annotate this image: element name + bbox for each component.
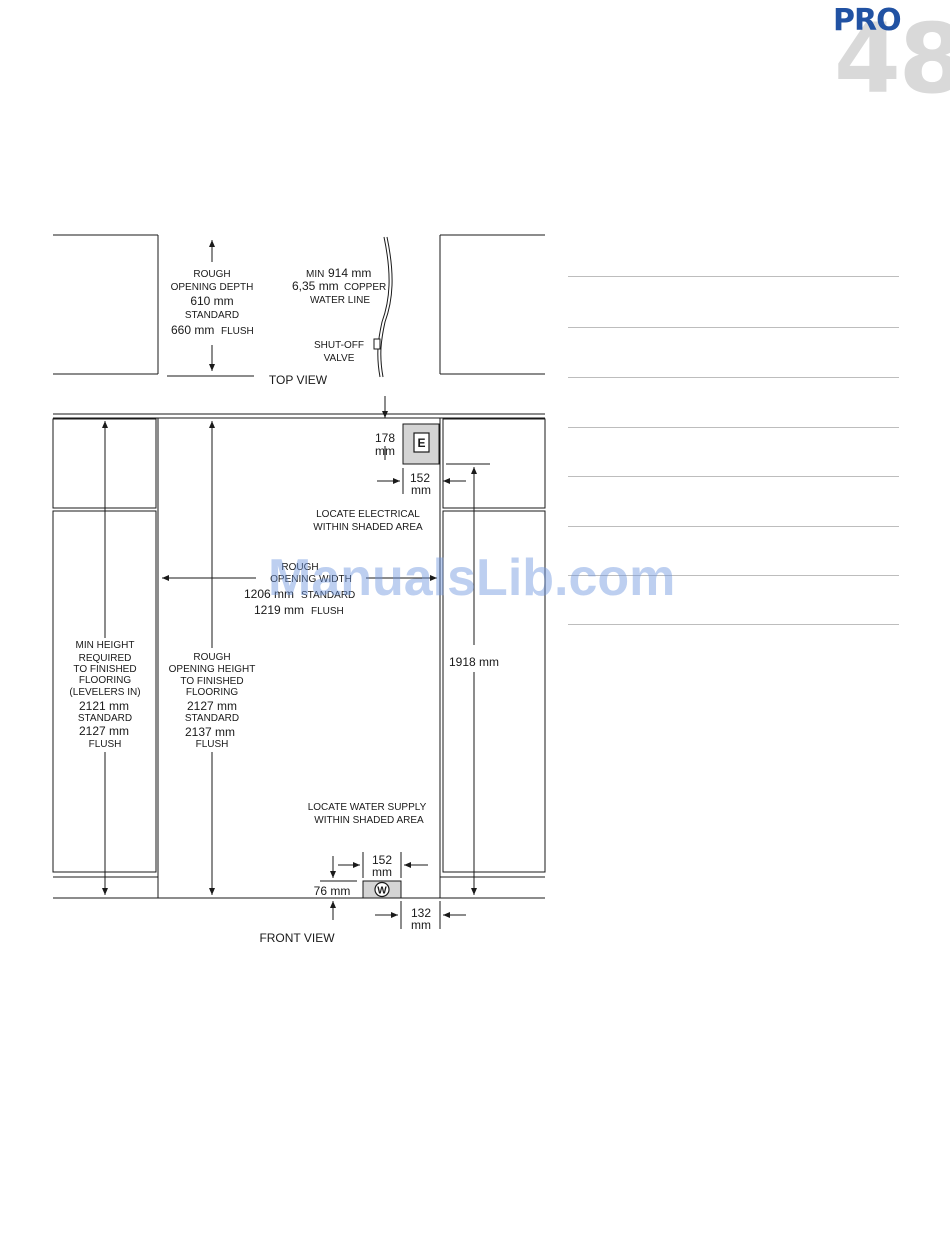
min-height-flush-value: 2127 mm — [79, 724, 129, 738]
width-standard-label: STANDARD — [301, 590, 355, 601]
electrical-label-2: WITHIN SHADED AREA — [313, 522, 423, 533]
electrical-box-icon — [413, 432, 430, 453]
note-rule — [568, 427, 899, 428]
watermark: ManualsLib.com — [268, 549, 676, 607]
water-supply-label-1: LOCATE WATER SUPPLY — [308, 802, 427, 813]
min-height-standard-label: STANDARD — [78, 713, 132, 724]
side-height-value: 1918 mm — [449, 655, 499, 669]
rough-height-standard-value: 2127 mm — [187, 699, 237, 713]
rough-height-label-1: ROUGH — [193, 652, 230, 663]
depth-standard-label: STANDARD — [185, 310, 239, 321]
front-view-caption: FRONT VIEW — [259, 931, 335, 945]
min-height-standard-value: 2121 mm — [79, 699, 129, 713]
water-supply-label-2: WITHIN SHADED AREA — [314, 815, 424, 826]
depth-label-1: ROUGH — [193, 269, 230, 280]
note-rule — [568, 526, 899, 527]
note-rule — [568, 377, 899, 378]
shutoff-label-2: VALVE — [324, 353, 355, 364]
rough-height-flush-label: FLUSH — [196, 739, 229, 750]
rough-height-label-3: TO FINISHED — [180, 676, 243, 687]
electrical-box-letter: E — [417, 436, 425, 450]
depth-label-2: OPENING DEPTH — [171, 282, 254, 293]
water-width-unit: mm — [372, 865, 392, 879]
min-height-label-5: (LEVELERS IN) — [69, 687, 140, 698]
shutoff-label-1: SHUT-OFF — [314, 340, 364, 351]
depth-flush-value: 660 mm — [171, 323, 214, 337]
rough-height-label-4: FLOORING — [186, 687, 238, 698]
note-rule — [568, 276, 899, 277]
water-min-prefix: MIN — [306, 269, 324, 280]
width-flush-label: FLUSH — [311, 606, 344, 617]
top-view-caption: TOP VIEW — [269, 373, 328, 387]
right-lower-cabinet — [442, 510, 546, 873]
note-rule — [568, 624, 899, 625]
water-copper-value: 6,35 mm — [292, 279, 339, 293]
rough-height-standard-label: STANDARD — [185, 713, 239, 724]
electrical-offset-value: 178 — [375, 431, 395, 445]
depth-standard-value: 610 mm — [190, 294, 233, 308]
electrical-offset-unit: mm — [375, 444, 395, 458]
water-line-label: WATER LINE — [310, 295, 370, 306]
right-upper-cabinet — [442, 418, 546, 509]
rough-height-label-2: OPENING HEIGHT — [169, 664, 256, 675]
min-height-flush-label: FLUSH — [89, 739, 122, 750]
min-height-label-3: TO FINISHED — [73, 664, 136, 675]
front-view — [52, 396, 546, 929]
pro48-logo: 48 PRO — [830, 3, 950, 108]
note-rule — [568, 476, 899, 477]
note-rule — [568, 327, 899, 328]
water-supply-icon — [374, 881, 390, 898]
water-min-value: 914 mm — [328, 266, 371, 280]
water-side-unit: mm — [411, 918, 431, 932]
depth-flush-label: FLUSH — [221, 326, 254, 337]
min-height-label-2: REQUIRED — [79, 653, 132, 664]
water-height-value: 76 mm — [314, 884, 351, 898]
water-box-letter: W — [377, 886, 387, 897]
width-label-2: OPENING WIDTH — [270, 574, 352, 585]
width-label-1: ROUGH — [281, 562, 318, 573]
width-standard-value: 1206 mm — [244, 587, 294, 601]
note-rule — [568, 575, 899, 576]
front-view-labels: E 178 mm 152 mm LOCATE ELECTRICAL WITHIN… — [69, 431, 499, 945]
logo-brand: PRO — [833, 3, 902, 38]
rough-height-flush-value: 2137 mm — [185, 725, 235, 739]
electrical-label-1: LOCATE ELECTRICAL — [316, 509, 420, 520]
shutoff-valve-icon — [373, 338, 381, 350]
electrical-side-unit: mm — [411, 483, 431, 497]
top-view — [53, 234, 545, 378]
top-view-labels: ROUGH OPENING DEPTH 610 mm STANDARD 660 … — [171, 266, 387, 387]
logo-model-number: 48 — [834, 3, 950, 115]
water-side-value: 132 — [411, 906, 431, 920]
electrical-side-value: 152 — [410, 471, 430, 485]
water-copper-label: COPPER — [344, 282, 386, 293]
width-flush-value: 1219 mm — [254, 603, 304, 617]
copper-water-line — [377, 236, 390, 378]
min-height-label-1: MIN HEIGHT — [76, 640, 135, 651]
min-height-label-4: FLOORING — [79, 675, 131, 686]
water-width-value: 152 — [372, 853, 392, 867]
